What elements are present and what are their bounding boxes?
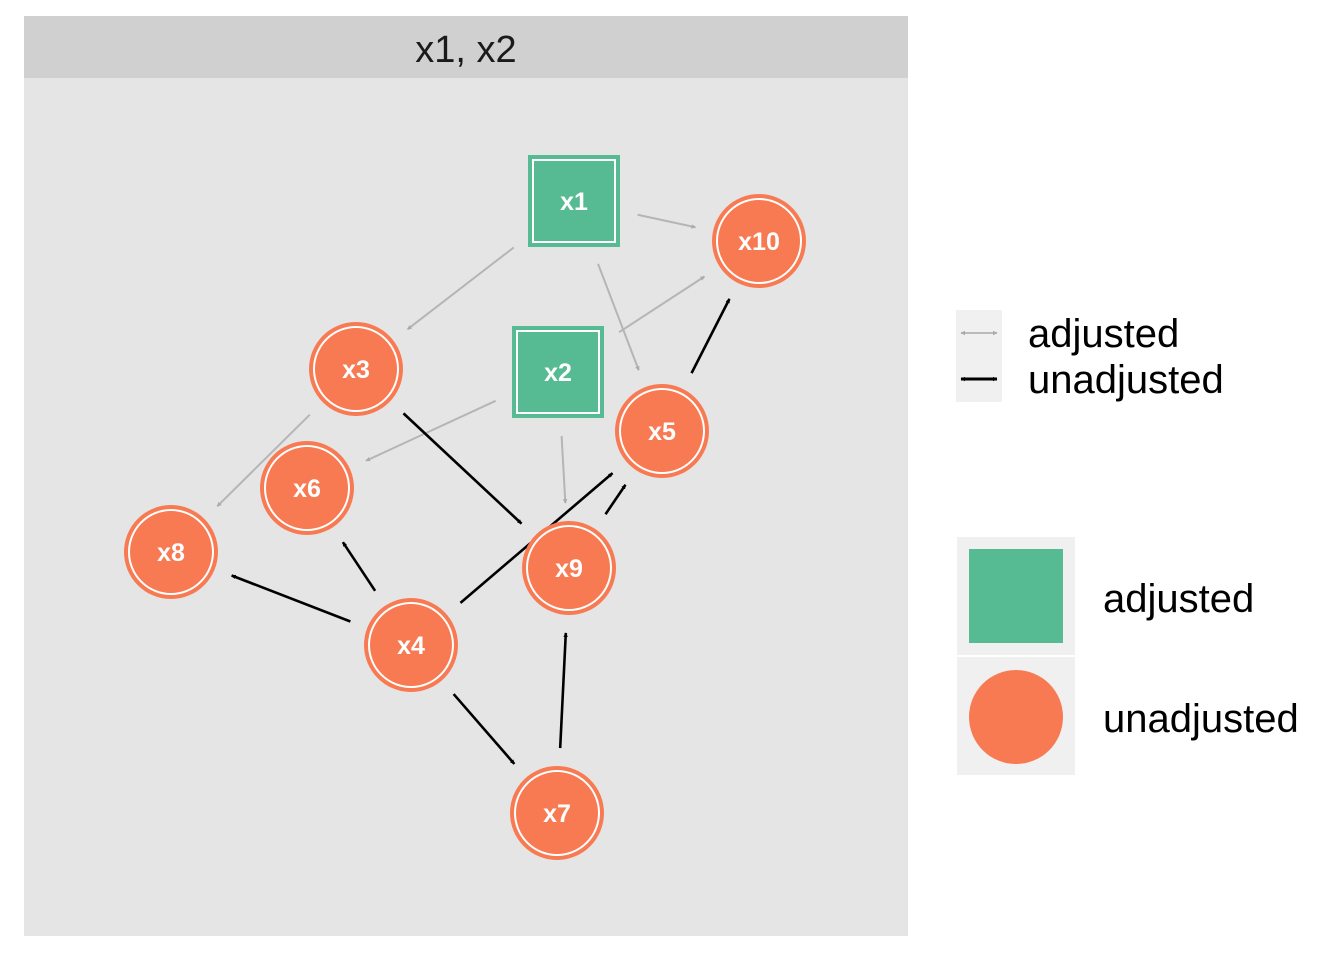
- node-legend-label-unadjusted: unadjusted: [1103, 697, 1299, 741]
- edge-x3-x9: [402, 412, 523, 525]
- edge-x5-x10: [690, 298, 731, 374]
- node-legend: adjusted unadjusted: [957, 537, 1299, 775]
- node-label-x3: x3: [342, 356, 370, 384]
- node-x10-outline: [716, 198, 802, 284]
- node-label-x9: x9: [555, 555, 583, 583]
- edge-x7-x9: [558, 632, 568, 749]
- node-legend-circle-icon: [969, 670, 1063, 764]
- node-x3-outline: [313, 326, 399, 412]
- edge-x2-x6: [365, 399, 497, 462]
- node-x9-circle: [522, 521, 616, 615]
- edge-x2-x10: [618, 275, 706, 334]
- edge-x4-x8: [231, 574, 351, 623]
- node-label-x7: x7: [543, 800, 571, 828]
- node-x3-circle: [309, 322, 403, 416]
- edge-x1-x10: [637, 213, 696, 229]
- node-label-x8: x8: [157, 539, 185, 567]
- node-x2: x2: [512, 326, 604, 418]
- edge-x2-x9: [560, 435, 568, 504]
- node-x9: x9: [522, 521, 616, 615]
- node-x1-outline: [532, 159, 616, 243]
- edge-x1-x5: [597, 263, 640, 371]
- node-x8-circle: [124, 505, 218, 599]
- edges-layer: [216, 213, 731, 765]
- node-label-x1: x1: [560, 188, 588, 216]
- node-x6-outline: [264, 445, 350, 531]
- node-x7-circle: [510, 766, 604, 860]
- node-x5: x5: [615, 384, 709, 478]
- edge-legend-label-unadjusted: unadjusted: [1028, 358, 1224, 402]
- edge-x3-x8: [216, 414, 311, 507]
- node-legend-label-adjusted: adjusted: [1103, 577, 1254, 621]
- node-x6-circle: [260, 441, 354, 535]
- node-x4: x4: [364, 598, 458, 692]
- node-label-x10: x10: [738, 228, 780, 256]
- node-x5-outline: [619, 388, 705, 474]
- node-x7: x7: [510, 766, 604, 860]
- node-x3: x3: [309, 322, 403, 416]
- node-x8-outline: [128, 509, 214, 595]
- node-label-x5: x5: [648, 418, 676, 446]
- node-x5-circle: [615, 384, 709, 478]
- node-label-x4: x4: [397, 632, 425, 660]
- facet-strip-label: x1, x2: [415, 29, 516, 71]
- node-x10: x10: [712, 194, 806, 288]
- edge-legend: adjusted unadjusted: [956, 310, 1224, 402]
- node-x6: x6: [260, 441, 354, 535]
- node-label-x6: x6: [293, 475, 321, 503]
- node-x1-square: [528, 155, 620, 247]
- node-legend-square-icon: [969, 549, 1063, 643]
- node-x7-outline: [514, 770, 600, 856]
- node-x2-outline: [516, 330, 600, 414]
- node-x4-outline: [368, 602, 454, 688]
- node-x2-square: [512, 326, 604, 418]
- node-x4-circle: [364, 598, 458, 692]
- edge-x4-x7: [452, 693, 516, 765]
- node-x9-outline: [526, 525, 612, 611]
- nodes-layer: x1 x2 x3 x4 x5 x6 x7 x8 x9 x10: [124, 155, 806, 860]
- edge-x1-x3: [406, 246, 515, 331]
- edge-x9-x5: [604, 484, 627, 515]
- facet-strip: [24, 16, 908, 78]
- node-x8: x8: [124, 505, 218, 599]
- edge-x4-x6: [341, 541, 377, 592]
- node-label-x2: x2: [544, 359, 572, 387]
- node-x1: x1: [528, 155, 620, 247]
- node-x10-circle: [712, 194, 806, 288]
- edge-legend-label-adjusted: adjusted: [1028, 312, 1179, 356]
